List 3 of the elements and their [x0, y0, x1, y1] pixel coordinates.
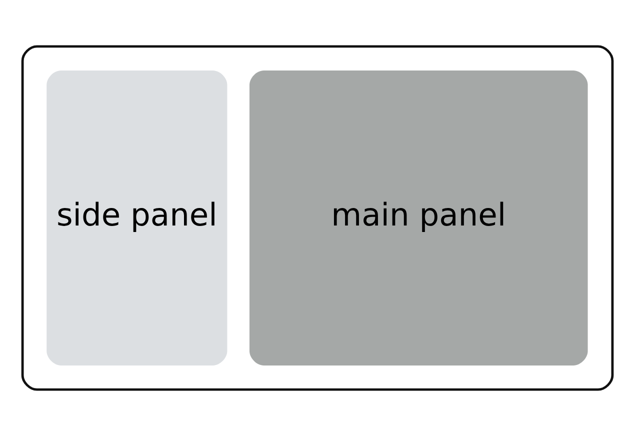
- cluster: [21, 45, 614, 391]
- node-box: side panel: [46, 70, 228, 366]
- node-box: main panel: [249, 70, 588, 366]
